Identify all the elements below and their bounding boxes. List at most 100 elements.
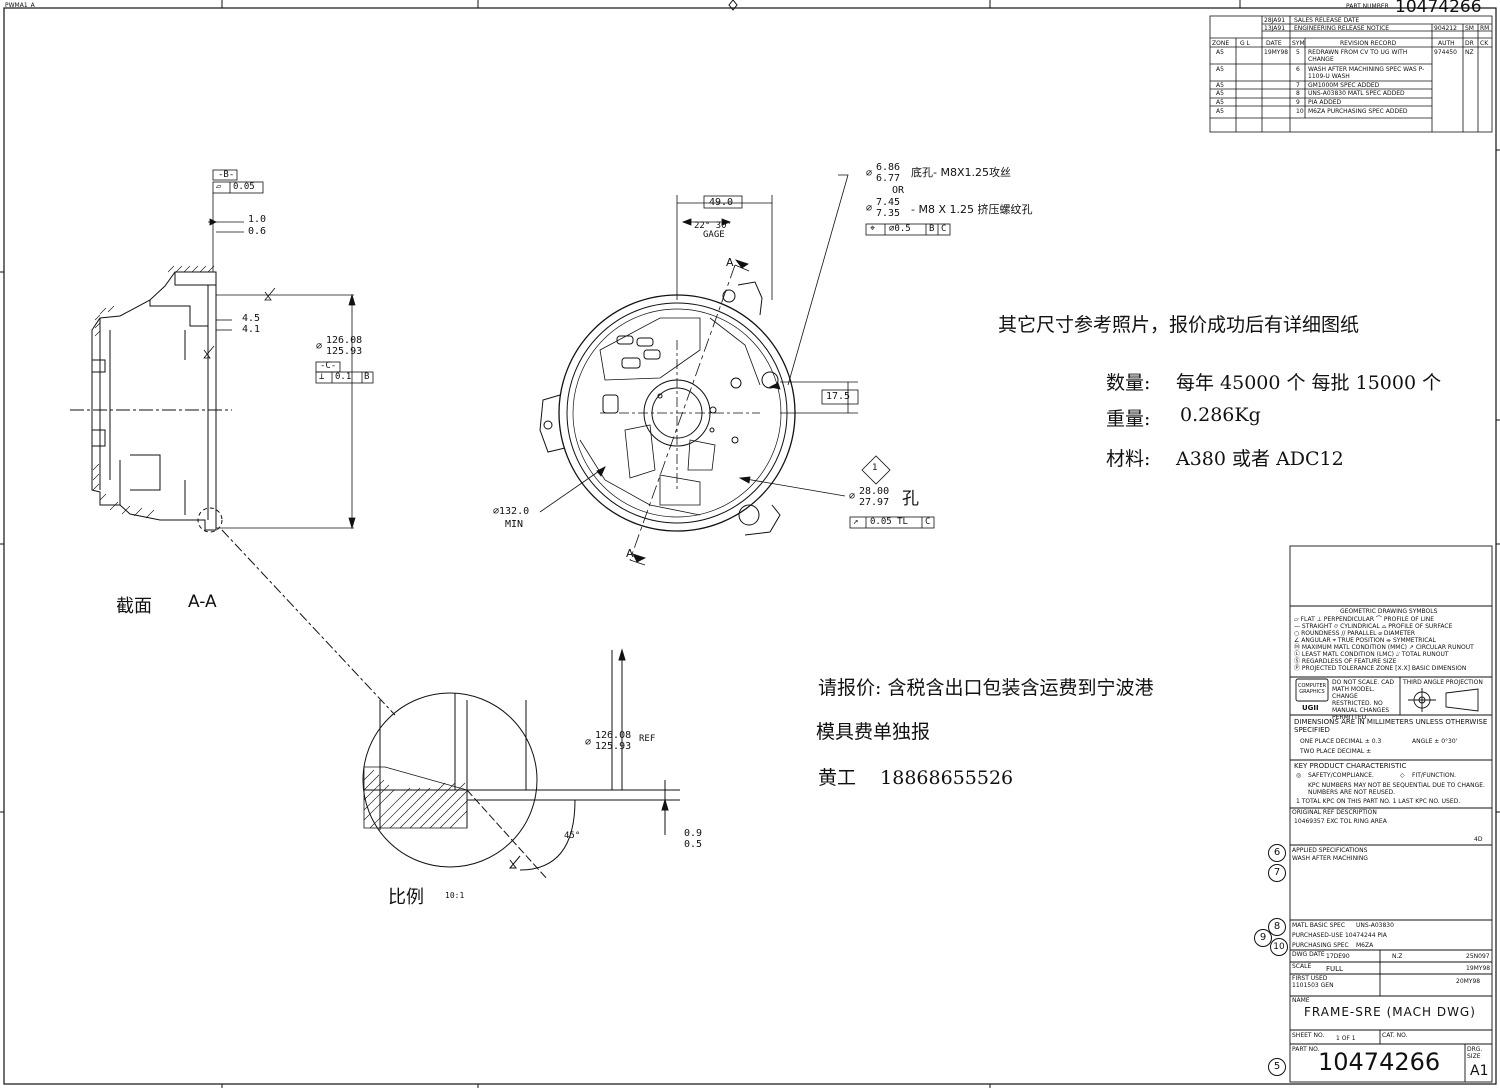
- sheet-code: PWMA1_A: [5, 2, 35, 9]
- part-no-label: PART NO.: [1292, 1046, 1320, 1053]
- rev-text: SALES RELEASE DATE: [1294, 17, 1360, 24]
- note-material-value: A380 或者 ADC12: [1176, 448, 1344, 470]
- section-mark-top: A: [726, 256, 734, 269]
- symbol-row: Ⓜ MAXIMUM MATL CONDITION (MMC) ↗ CIRCULA…: [1294, 644, 1474, 651]
- rev-auth: 904212: [1434, 25, 1457, 32]
- cat-label: CAT. NO.: [1382, 1032, 1408, 1039]
- perp-value: 0.1: [335, 372, 352, 382]
- part-no: 10474266: [1318, 1048, 1441, 1076]
- purch-spec: M6ZA: [1356, 942, 1374, 949]
- runout-ref: C: [925, 517, 931, 527]
- dia-132: ⌀132.0: [493, 506, 530, 517]
- rev-sym: 7: [1296, 82, 1300, 89]
- name-label: NAME: [1292, 997, 1310, 1004]
- width-49: 49.0: [709, 197, 734, 208]
- runout-symbol: ↗: [853, 517, 859, 527]
- detail-leader: [221, 529, 396, 716]
- rev-col-header: CK: [1480, 40, 1489, 47]
- rev-zone: A5: [1216, 99, 1224, 106]
- callout-circle-10: 10: [1270, 938, 1288, 956]
- note-qty-value: 每年 45000 个 每批 15000 个: [1176, 372, 1442, 394]
- hole-dia-6-86: 6.86: [876, 162, 901, 173]
- kpc-safety-icon: ◎: [1296, 772, 1302, 779]
- detail-scale: 10:1: [445, 891, 465, 900]
- symbol-row: ▱ FLAT ⊥ PERPENDICULAR ⌒ PROFILE OF LINE: [1294, 616, 1435, 623]
- front-view-centerlines: [600, 259, 760, 566]
- rev-date: 19MY98: [1264, 49, 1289, 56]
- rev-col-header: ZONE: [1212, 40, 1230, 47]
- rev-col-header: REVISION RECORD: [1340, 40, 1397, 47]
- centre-mark: [728, 0, 738, 11]
- section-a-a-outline: [70, 271, 232, 531]
- kpc-total: 1 TOTAL KPC ON THIS PART NO. 1 LAST KPC …: [1296, 798, 1461, 805]
- size-value: A1: [1470, 1063, 1489, 1079]
- datum-b-label: -B-: [218, 170, 235, 180]
- rev-col-header: DATE: [1266, 40, 1282, 47]
- rev-text: UNS-A03830 MATL SPEC ADDED: [1308, 90, 1405, 97]
- hole-note-1: 底孔- M8X1.25攻丝: [911, 166, 1011, 179]
- section-label: 截面: [116, 596, 152, 617]
- bore-dia-27-97: 27.97: [859, 497, 890, 508]
- rev-sym: 5: [1296, 49, 1300, 56]
- rev-col-header: AUTH: [1438, 40, 1455, 47]
- part-number-label: PART NUMBER: [1346, 3, 1389, 10]
- dim-4-5: 4.5: [242, 313, 261, 324]
- applied-label: APPLIED SPECIFICATIONS: [1292, 847, 1368, 854]
- dia-symbol: ⌀: [585, 737, 592, 748]
- perp-symbol: ⊥: [319, 372, 325, 382]
- dia-125-93: 125.93: [326, 346, 363, 357]
- callout-circle-6: 6: [1268, 844, 1286, 862]
- detail-dia-126-08: 126.08: [595, 730, 632, 741]
- symbol-row: Ⓢ REGARDLESS OF FEATURE SIZE: [1294, 658, 1397, 665]
- two-place-tol: TWO PLACE DECIMAL ±: [1300, 748, 1372, 755]
- dwg-date-label: DWG DATE: [1292, 951, 1325, 958]
- rev-zone: A5: [1216, 108, 1224, 115]
- drawn-by: N.Z: [1392, 953, 1403, 960]
- hole-note-2: - M8 X 1.25 挤压螺纹孔: [911, 203, 1033, 216]
- gage-label: GAGE: [703, 230, 725, 240]
- callout-circle-5: 5: [1268, 1058, 1286, 1076]
- revision-table-grid: [1209, 15, 1493, 133]
- rev-date: 13JA91: [1264, 25, 1286, 32]
- rev-col-header: DR: [1465, 40, 1474, 47]
- rev-dr: SM: [1465, 25, 1474, 32]
- callout-circle-9: 9: [1254, 929, 1272, 947]
- applied-spec: WASH AFTER MACHINING: [1292, 855, 1368, 862]
- dims-note: DIMENSIONS ARE IN MILLIMETERS UNLESS OTH…: [1294, 718, 1488, 734]
- position-tol: ⌀0.5: [889, 224, 911, 234]
- position-ref-b: B: [929, 224, 935, 234]
- kpc-fit-icon: ◇: [1400, 772, 1405, 779]
- rev-text: M6ZA PURCHASING SPEC ADDED: [1308, 108, 1408, 115]
- rev-col-header: SYM: [1292, 40, 1305, 47]
- dia-symbol: ⌀: [866, 203, 873, 214]
- rev-zone: A5: [1216, 82, 1224, 89]
- detail-dim-0-5: 0.5: [684, 839, 703, 850]
- note-qty-label: 数量:: [1106, 372, 1151, 394]
- note-material-label: 材料:: [1106, 448, 1151, 470]
- kpc-number: 1: [872, 463, 878, 473]
- or-label: OR: [892, 185, 905, 196]
- approved-date: 20MY98: [1456, 978, 1481, 985]
- bore-dia-28-00: 28.00: [859, 486, 890, 497]
- rev-text: REDRAWN FROM CV TO UG WITH CHANGE: [1308, 49, 1408, 63]
- hole-dia-7-45: 7.45: [876, 197, 901, 208]
- rev-dr: NZ: [1465, 49, 1474, 56]
- detail-dim-0-9: 0.9: [684, 828, 703, 839]
- projection-label: THIRD ANGLE PROJECTION: [1403, 679, 1483, 686]
- section-id: A-A: [188, 592, 217, 612]
- rev-col-header: G L: [1240, 40, 1250, 47]
- dia-symbol: ⌀: [866, 168, 873, 179]
- note-contact: 黄工 18868655526: [818, 767, 1014, 789]
- rev-text: PIA ADDED: [1308, 99, 1342, 106]
- rev-date: 28JA91: [1264, 17, 1286, 24]
- rev-zone: A5: [1216, 90, 1224, 97]
- ug-label: UGII: [1302, 704, 1319, 712]
- note-weight-value: 0.286Kg: [1180, 404, 1261, 426]
- rev-zone: A5: [1216, 66, 1224, 73]
- position-ref-c: C: [941, 224, 947, 234]
- first-used-label: FIRST USED: [1292, 975, 1328, 982]
- dia-symbol: ⌀: [316, 341, 323, 352]
- rev-sym: 8: [1296, 90, 1300, 97]
